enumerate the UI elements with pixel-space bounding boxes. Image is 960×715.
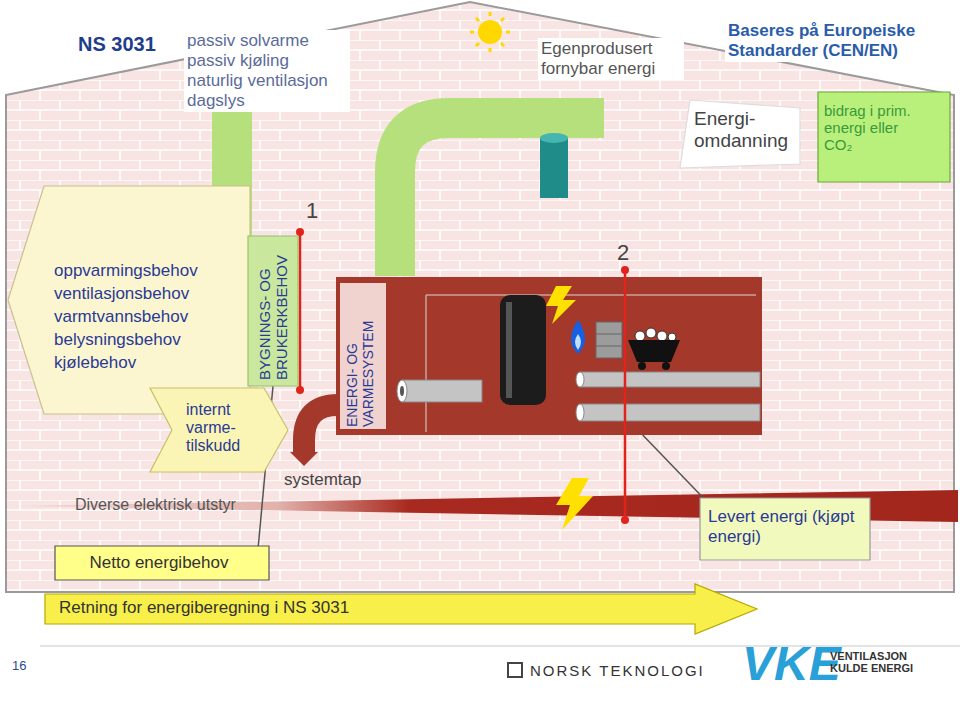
gas-flame bbox=[571, 320, 585, 354]
node-text: bidrag i prim. energi eller CO₂ bbox=[824, 102, 912, 153]
node-shape bbox=[8, 186, 250, 414]
sun bbox=[470, 12, 510, 52]
text-label: NORSK TEKNOLOGI bbox=[530, 662, 705, 679]
text-label: NS 3031 bbox=[78, 33, 156, 56]
node-text: Netto energibehov bbox=[55, 553, 263, 573]
net-energy-box: Netto energibehov bbox=[55, 546, 269, 580]
insulated-pipe bbox=[576, 404, 760, 421]
node-text: Levert energi (kjøpt energi) bbox=[708, 507, 858, 547]
node-shape bbox=[55, 546, 269, 580]
callout-line bbox=[621, 266, 629, 524]
text-label: VENTILASJON KULDE ENERGI bbox=[830, 650, 914, 674]
label-strip bbox=[340, 283, 386, 429]
text-label: passiv solvarme passiv kjøling naturlig … bbox=[184, 30, 350, 112]
coal-cart bbox=[628, 328, 680, 370]
callout-number: 2 bbox=[617, 240, 629, 266]
node-text: internt varme- tilskudd bbox=[186, 401, 266, 455]
text-label: systemtap bbox=[284, 470, 361, 490]
text-label: VKE bbox=[742, 640, 841, 688]
conversion-funnel: Energi- omdanning bbox=[680, 100, 800, 168]
insulated-pipe bbox=[576, 372, 760, 387]
building-needs-band: BYGNINGS- OG BRUKERKBEHOV bbox=[248, 236, 298, 386]
energy-system: ENERGI- OG VARMESYSTEM bbox=[336, 277, 762, 435]
text-label: Baseres på Europeiske Standarder (CEN/EN… bbox=[725, 20, 936, 62]
electricity-bolt bbox=[546, 286, 576, 324]
node-shape bbox=[45, 584, 757, 634]
roof-tank bbox=[540, 133, 568, 198]
storage-tank bbox=[500, 295, 546, 405]
system-loss-tip bbox=[290, 452, 318, 466]
insulated-pipe bbox=[397, 380, 482, 402]
system-loss-pipe bbox=[304, 405, 338, 452]
node-shape bbox=[680, 100, 800, 168]
oil-barrel bbox=[596, 322, 622, 358]
text-label: 16 bbox=[12, 658, 26, 673]
callout-number: 1 bbox=[306, 198, 318, 224]
node-text: BYGNINGS- OG BRUKERKBEHOV bbox=[256, 242, 290, 380]
node-shape bbox=[248, 236, 298, 386]
gas-flame-core bbox=[575, 334, 581, 350]
delivered-energy-box: Levert energi (kjøpt energi) bbox=[700, 498, 870, 560]
node-text: Energi- omdanning bbox=[694, 108, 794, 152]
node-shape bbox=[818, 92, 950, 182]
node-text: Retning for energiberegning i NS 3031 bbox=[59, 598, 349, 618]
node-text: Diverse elektrisk utstyr bbox=[75, 496, 236, 514]
logo-mark bbox=[508, 663, 522, 677]
internal-gains-arrow: internt varme- tilskudd bbox=[150, 388, 288, 472]
electricity-bolt bbox=[556, 478, 593, 530]
demand-arrow: oppvarmingsbehov ventilasjonsbehov varmt… bbox=[8, 186, 250, 414]
leader-connector bbox=[643, 435, 704, 498]
node-text: oppvarmingsbehov ventilasjonsbehov varmt… bbox=[54, 260, 212, 375]
node-shape bbox=[700, 498, 870, 560]
calculation-direction-arrow: Retning for energiberegning i NS 3031 bbox=[45, 584, 757, 634]
node-text: ENERGI- OG VARMESYSTEM bbox=[344, 285, 376, 427]
primary-energy-box: bidrag i prim. energi eller CO₂ bbox=[818, 92, 950, 182]
text-label: Egenprodusert fornybar energi bbox=[538, 38, 684, 80]
energy-system-block bbox=[336, 277, 762, 435]
node-shape bbox=[150, 388, 288, 472]
air-duct bbox=[395, 118, 604, 276]
